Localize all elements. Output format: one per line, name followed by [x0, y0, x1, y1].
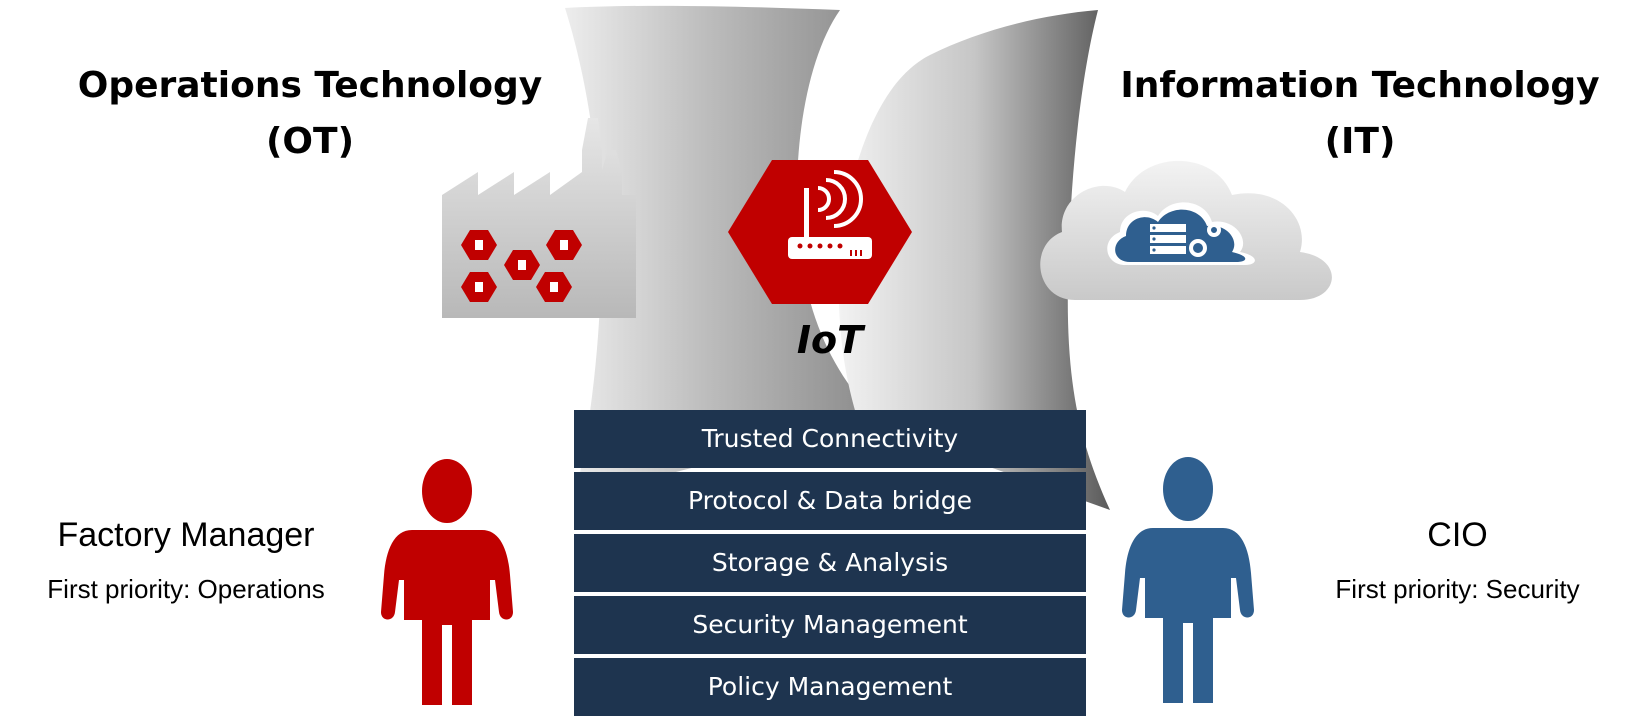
layer-stack: Trusted Connectivity Protocol & Data bri… [574, 410, 1086, 720]
layer-protocol-data-bridge: Protocol & Data bridge [574, 472, 1086, 530]
person-icon [1122, 457, 1254, 703]
ot-shape [565, 5, 878, 498]
factory-icon [442, 118, 636, 318]
person-icon [381, 459, 513, 705]
layer-storage-analysis: Storage & Analysis [574, 534, 1086, 592]
cloud-server-icon [1040, 160, 1332, 300]
cio-role: CIO First priority: Security [1285, 515, 1630, 605]
it-shape [838, 10, 1110, 510]
it-title-line2: (IT) [1324, 121, 1396, 162]
factory-manager-role: Factory Manager First priority: Operatio… [0, 515, 372, 605]
layer-security-management: Security Management [574, 596, 1086, 654]
role-priority: First priority: Operations [47, 574, 325, 604]
ot-title-line1: Operations Technology [77, 65, 543, 106]
role-name: CIO [1427, 516, 1488, 554]
ot-title: Operations Technology (OT) [40, 58, 580, 170]
role-name: Factory Manager [57, 516, 315, 554]
layer-trusted-connectivity: Trusted Connectivity [574, 410, 1086, 468]
router-icon [728, 160, 912, 304]
it-title-line1: Information Technology [1120, 65, 1600, 106]
iot-label: IoT [796, 318, 864, 362]
it-title: Information Technology (IT) [1110, 58, 1610, 170]
ot-title-line2: (OT) [265, 121, 355, 162]
layer-policy-management: Policy Management [574, 658, 1086, 716]
role-priority: First priority: Security [1335, 574, 1580, 604]
